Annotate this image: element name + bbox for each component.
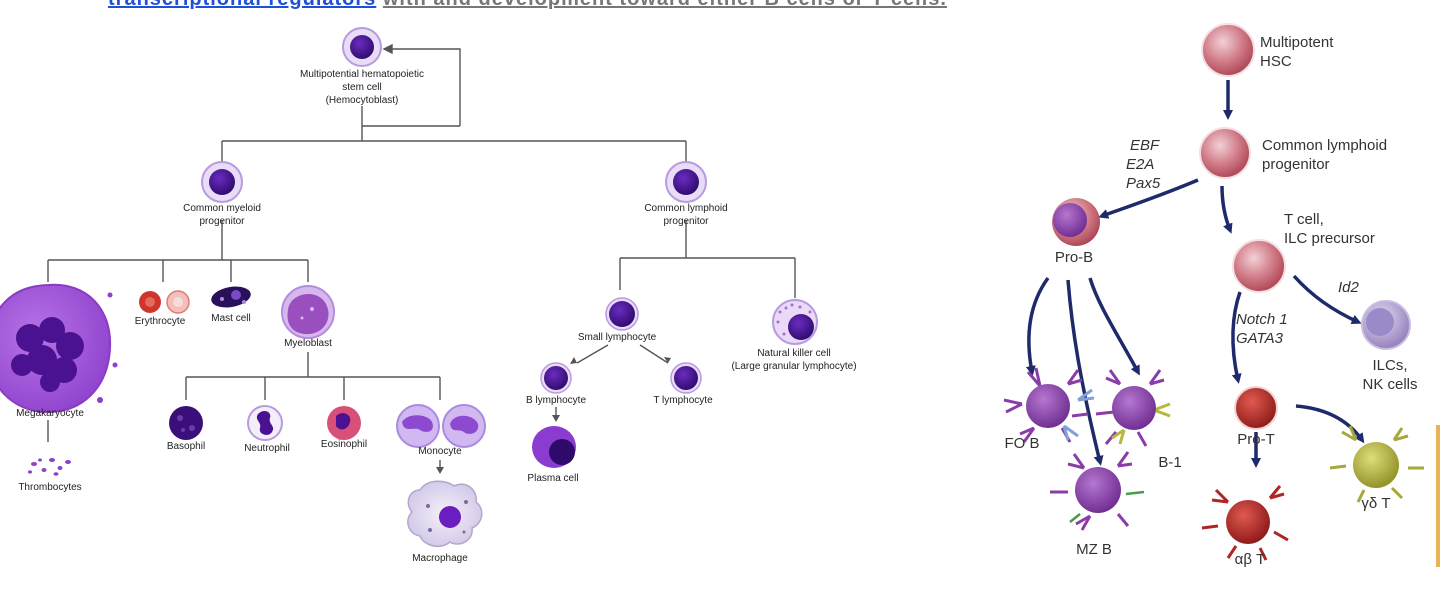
cmp-label-2: progenitor (199, 216, 245, 227)
t-factor-gata3: GATA3 (1236, 330, 1284, 347)
clp-label-2: progenitor (663, 216, 709, 227)
clp-label-1: Common lymphoid (1262, 137, 1387, 154)
b-factor-pax5: Pax5 (1126, 175, 1161, 192)
heading-rest: with and development toward either B cel… (383, 0, 947, 10)
thrombocytes-label: Thrombocytes (18, 482, 81, 493)
gamma-delta-t-label: γδ T (1361, 495, 1390, 512)
hsc-label-3: (Hemocytoblast) (326, 95, 399, 106)
t-lymphocyte-cell (670, 362, 702, 394)
multipotent-hsc-cell (1201, 23, 1255, 77)
multipotent-hsc-label-2: HSC (1260, 53, 1292, 70)
small-lymphocyte-label: Small lymphocyte (578, 332, 657, 343)
myeloblast-label: Myeloblast (284, 338, 332, 349)
gamma-delta-t-cell (1329, 425, 1424, 503)
hsc-label-2: stem cell (342, 82, 381, 93)
thrombocytes (28, 458, 71, 476)
pro-b-label: Pro-B (1055, 249, 1093, 266)
basophil-cell (169, 406, 203, 440)
t-ilc-precursor-cell (1232, 239, 1286, 293)
t-ilc-label-1: T cell, (1284, 211, 1324, 228)
alpha-beta-t-label: αβ T (1235, 551, 1266, 568)
alpha-beta-t-cell (1201, 485, 1289, 561)
macrophage-cell (407, 480, 483, 548)
t-ilc-label-2: ILC precursor (1284, 230, 1375, 247)
small-lymphocyte-cell (605, 297, 639, 331)
mz-b-cell (1050, 451, 1145, 531)
nk-cell-label-2: (Large granular lymphocyte) (731, 361, 856, 372)
b1-label: B-1 (1158, 454, 1181, 471)
erythrocyte-cells (139, 290, 190, 314)
fo-b-cell (1003, 367, 1095, 443)
heading-link[interactable]: transcriptional regulators (108, 0, 376, 10)
mz-b-label: MZ B (1076, 541, 1112, 558)
b-factor-e2a: E2A (1126, 156, 1154, 173)
clp-label-1: Common lymphoid (644, 203, 727, 214)
plasma-cell (532, 426, 576, 468)
common-lymphoid-progenitor-cell (665, 161, 707, 203)
ilc-nk-cell (1361, 300, 1411, 350)
mast-cell-label: Mast cell (211, 313, 250, 324)
t-lymphocyte-label: T lymphocyte (653, 395, 713, 406)
right-edge-accent (1436, 425, 1440, 567)
megakaryocyte-label: Megakaryocyte (16, 408, 84, 419)
ilcs-label-2: NK cells (1362, 376, 1417, 393)
nk-cell-label-1: Natural killer cell (757, 348, 830, 359)
megakaryocyte-cell (0, 283, 118, 414)
pro-t-label: Pro-T (1237, 431, 1275, 448)
multipotent-hsc-label-1: Multipotent (1260, 34, 1334, 51)
lymphoid-lineage-diagram: Multipotent HSC Common lymphoid progenit… (1003, 23, 1424, 568)
b1-cell (1095, 369, 1171, 447)
plasma-cell-label: Plasma cell (527, 473, 578, 484)
natural-killer-cell (772, 299, 818, 345)
fo-b-label: FO B (1004, 435, 1039, 452)
ilcs-label-1: ILCs, (1372, 357, 1407, 374)
hsc-label-1: Multipotential hematopoietic (300, 69, 424, 80)
b-lymphocyte-cell (540, 362, 572, 394)
hematopoiesis-diagram: Multipotential hematopoietic stem cell (… (0, 27, 857, 564)
neutrophil-cell (247, 405, 283, 441)
pro-t-cell (1234, 386, 1278, 430)
common-myeloid-progenitor-cell (201, 161, 243, 203)
page-heading-cut: transcriptional regulators with and deve… (108, 0, 1428, 10)
mast-cell (211, 286, 251, 308)
erythrocyte-label: Erythrocyte (135, 316, 186, 327)
b-lymphocyte-label: B lymphocyte (526, 395, 586, 406)
common-lymphoid-progenitor-cell (1199, 127, 1251, 179)
b-factor-ebf: EBF (1130, 137, 1160, 154)
id2-label: Id2 (1338, 279, 1360, 296)
myeloblast-cell (281, 285, 335, 339)
monocyte-cells (396, 404, 486, 448)
hsc-cell (342, 27, 382, 67)
monocyte-label: Monocyte (418, 446, 462, 457)
pro-b-cell (1052, 198, 1100, 246)
eosinophil-label: Eosinophil (321, 439, 367, 450)
macrophage-label: Macrophage (412, 553, 468, 564)
neutrophil-label: Neutrophil (244, 443, 290, 454)
cmp-label-1: Common myeloid (183, 203, 261, 214)
basophil-label: Basophil (167, 441, 205, 452)
eosinophil-cell (327, 406, 361, 440)
clp-label-2: progenitor (1262, 156, 1330, 173)
t-factor-notch1: Notch 1 (1236, 311, 1288, 328)
